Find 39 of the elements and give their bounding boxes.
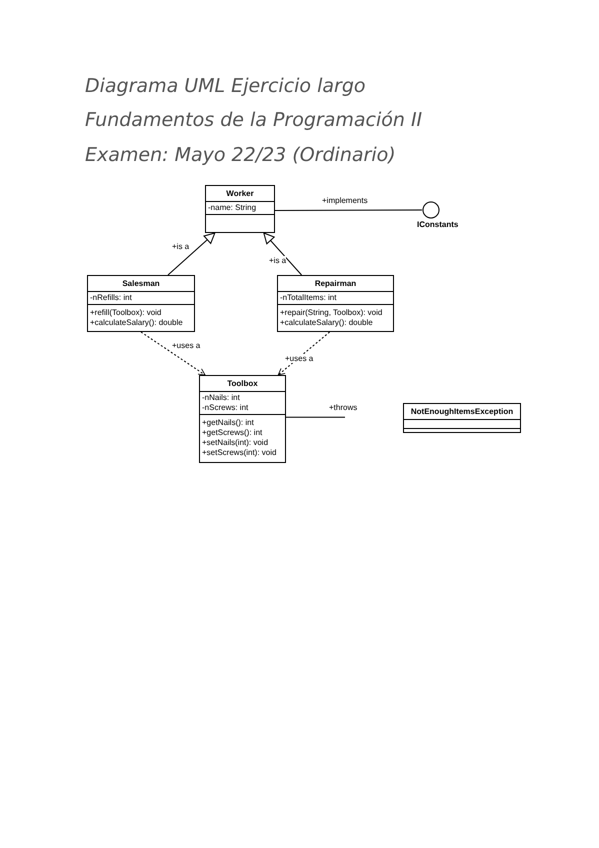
subtitle: Examen: Mayo 22/23 (Ordinario) <box>85 144 396 166</box>
association-line <box>286 416 346 418</box>
method-text: +calculateSalary(): double <box>280 318 373 328</box>
method-text: +getScrews(): int <box>202 428 262 438</box>
attribute-text: -nRefills: int <box>90 293 132 303</box>
method-text: +setNails(int): void <box>202 438 268 448</box>
class-box <box>87 275 195 332</box>
class-box <box>277 275 394 332</box>
dependency-arrow <box>140 332 206 376</box>
title: Diagrama UML Ejercicio largo <box>85 75 366 97</box>
class-name: Salesman <box>122 278 160 290</box>
attribute-text: -nScrews: int <box>202 403 248 413</box>
class-box <box>205 185 275 233</box>
attribute-text: -nTotalItems: int <box>280 293 336 303</box>
subtitle: Fundamentos de la Programación II <box>85 109 422 131</box>
edge-label: +implements <box>322 196 368 205</box>
attribute-text: -name: String <box>208 203 256 213</box>
class-box <box>403 403 521 433</box>
generalization-arrow <box>168 232 216 276</box>
edge-label: +is a <box>172 242 190 251</box>
edge-label: +uses a <box>285 354 314 363</box>
class-name: NotEnoughItemsException <box>410 406 514 418</box>
method-text: +repair(String, Toolbox): void <box>280 308 382 318</box>
class-box <box>199 375 286 463</box>
method-text: +getNails(): int <box>202 418 254 428</box>
method-text: +calculateSalary(): double <box>90 318 183 328</box>
method-text: +refill(Toolbox): void <box>90 308 162 318</box>
attribute-text: -nNails: int <box>202 393 240 403</box>
method-text: +setScrews(int): void <box>202 448 276 458</box>
association-line <box>274 210 423 211</box>
class-name: Repairman <box>314 278 356 290</box>
dependency-arrow <box>278 332 330 376</box>
generalization-arrow <box>263 232 302 276</box>
edge-label: +throws <box>329 403 358 412</box>
class-name: Worker <box>226 188 254 200</box>
edge-label: +is a <box>269 256 286 265</box>
class-name: Toolbox <box>227 378 258 390</box>
edge-label: +uses a <box>172 341 200 350</box>
interface-name: IConstants <box>417 220 458 229</box>
